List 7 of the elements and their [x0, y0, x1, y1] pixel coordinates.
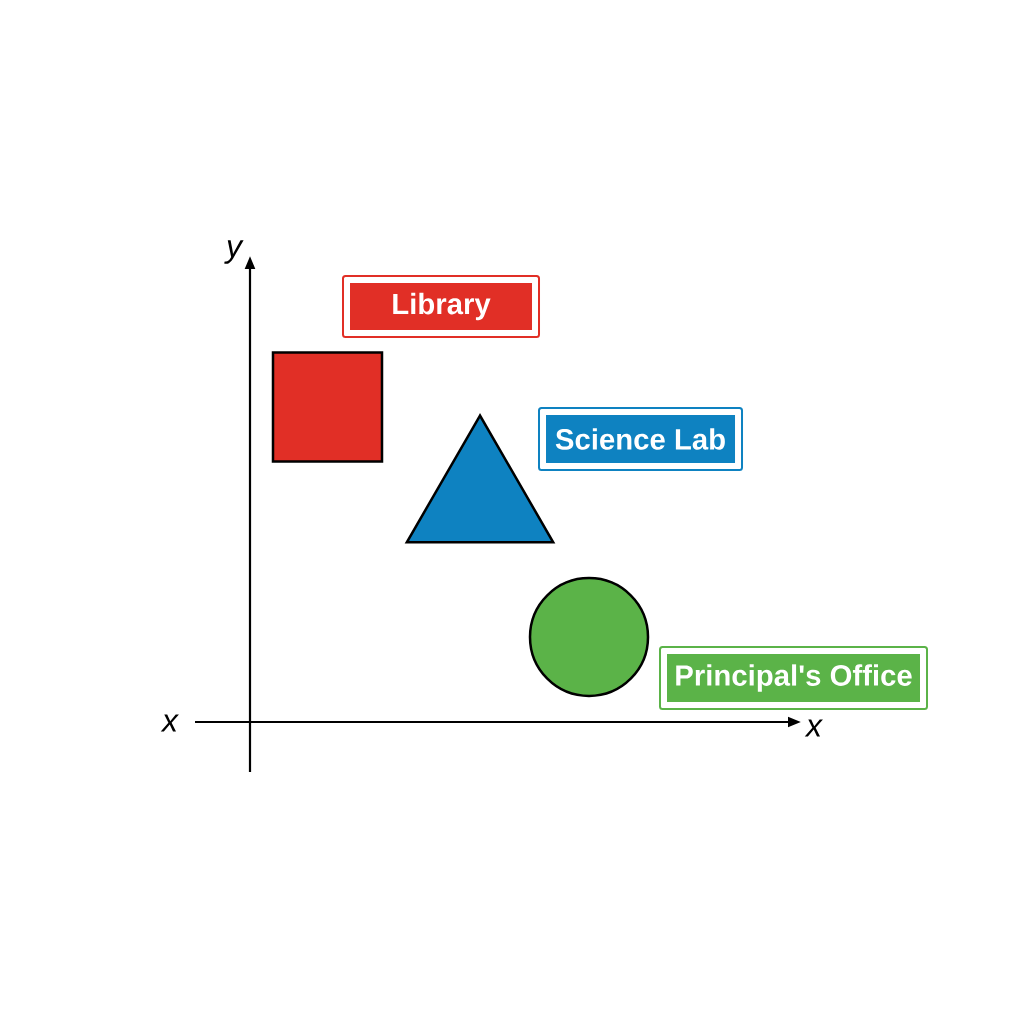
label-box: Principal's Office: [659, 646, 928, 710]
label-box: Science Lab: [538, 407, 743, 471]
axis-label: x: [160, 714, 179, 732]
axis-label: y: [224, 240, 244, 264]
circle-shape: [528, 576, 650, 698]
square-shape: [271, 351, 384, 463]
label-box: Library: [342, 275, 540, 338]
